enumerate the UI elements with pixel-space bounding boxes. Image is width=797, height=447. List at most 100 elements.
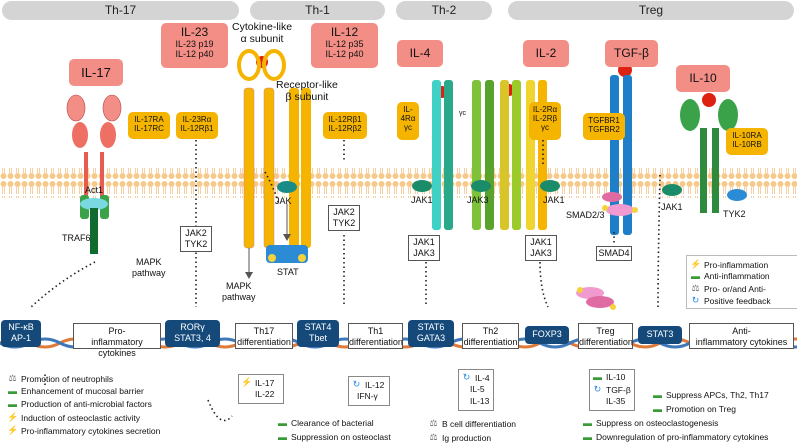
il17-cytokine: IL-17 xyxy=(69,59,123,86)
act1-label: Act1 xyxy=(85,185,104,195)
legend-item-feedback: ↻Positive feedback xyxy=(691,295,771,306)
il17-receptor xyxy=(66,94,122,254)
effect-neutrophils: Promotion of neutrophils xyxy=(21,373,114,384)
scale-icon: ⚖ xyxy=(429,432,438,442)
red-bolt-icon: ⚡ xyxy=(241,377,253,387)
smad23-label: SMAD2/3 xyxy=(566,210,605,220)
tf-foxp3: FOXP3 xyxy=(525,326,569,344)
il2-cytokine: IL-2 xyxy=(523,40,569,67)
jak-label: JAK xyxy=(275,196,292,206)
tyk2-label: TYK2 xyxy=(723,209,746,219)
effect-antimicrobial: Production of anti-microbial factors xyxy=(21,399,152,409)
tf-stat3: STAT3 xyxy=(638,326,682,344)
signal-arrows xyxy=(29,105,661,422)
header-th1: Th-1 xyxy=(250,1,385,20)
il4-receptor xyxy=(412,80,494,230)
il12-p40: IL-12 p40 xyxy=(325,49,364,59)
tgfb-cytokine: TGF-β xyxy=(605,40,658,67)
red-bolt-icon: ⚡ xyxy=(690,259,702,269)
green-stack-icon: ▬ xyxy=(653,404,662,414)
jak3-label: JAK3 xyxy=(467,195,489,205)
il12-name: IL-12 xyxy=(330,25,359,39)
green-stack-icon: ▬ xyxy=(691,271,700,281)
il10-receptor xyxy=(662,93,747,213)
header-treg: Treg xyxy=(508,1,794,20)
stat-label: STAT xyxy=(277,267,299,277)
il23-p19: IL-23 p19 xyxy=(175,39,214,49)
treg-cytokines-box: ▬IL-10 ↻TGF-β IL-35 xyxy=(589,369,635,411)
legend-item-anti: ▬Anti-inflammation xyxy=(691,271,770,281)
green-stack-icon: ▬ xyxy=(278,418,287,428)
il12-cytokine: IL-12 IL-12 p35 IL-12 p40 xyxy=(311,23,378,68)
effect-proinflam-secretion: Pro-inflammatory cytokines secretion xyxy=(21,425,161,436)
il10-cytokine: IL-10 xyxy=(676,65,730,92)
smad4-box: SMAD4 xyxy=(596,246,632,261)
green-stack-icon: ▬ xyxy=(653,390,662,400)
cycle-icon: ↻ xyxy=(691,295,700,305)
traf6-label: TRAF6 xyxy=(62,233,91,243)
il4-cytokine: IL-4 xyxy=(397,40,443,67)
green-stack-icon: ▬ xyxy=(8,399,17,409)
jak1-il4-label: JAK1 xyxy=(411,195,433,205)
green-stack-icon: ▬ xyxy=(278,432,287,442)
il23-cytokine: IL-23 IL-23 p19 IL-12 p40 xyxy=(161,23,228,68)
header-th17: Th-17 xyxy=(2,1,239,20)
legend-item-pro: ⚡Pro-inflammation xyxy=(690,259,769,270)
il23-receptor xyxy=(237,49,286,279)
green-stack-icon: ▬ xyxy=(583,432,592,442)
green-stack-icon: ▬ xyxy=(8,386,17,396)
effect-osteoclastic: Induction of osteoclastic activity xyxy=(21,412,141,423)
il12-p35: IL-12 p35 xyxy=(325,39,364,49)
legend: ⚡Pro-inflammation ▬Anti-inflammation ⚖Pr… xyxy=(686,255,797,309)
il12-receptor xyxy=(266,88,311,263)
legend-item-both: ⚖Pro- or/and Anti- xyxy=(691,283,766,294)
gamma-c-label: γc xyxy=(459,110,466,117)
th2-cytokines-box: ↻IL-4 IL-5 IL-13 xyxy=(458,369,494,411)
scale-icon: ⚖ xyxy=(429,418,438,428)
il23-p40: IL-12 p40 xyxy=(175,49,214,59)
cycle-icon: ↻ xyxy=(462,372,471,382)
red-bolt-icon: ⚡ xyxy=(7,412,19,422)
jak1-il10-label: JAK1 xyxy=(661,202,683,212)
scale-icon: ⚖ xyxy=(691,283,700,293)
outcome-anti-inflammatory: Anti-inflammatory cytokines xyxy=(689,323,794,349)
header-th2: Th-2 xyxy=(396,1,492,20)
green-stack-icon: ▬ xyxy=(583,418,592,428)
cycle-icon: ↻ xyxy=(593,384,602,394)
effect-mucosal: Enhancement of mucosal barrier xyxy=(21,386,144,396)
th17-cytokines-box: ⚡IL-17 IL-22 xyxy=(238,374,284,404)
scale-icon: ⚖ xyxy=(8,373,17,383)
th1-cytokines-box: ↻IL-12 IFN-γ xyxy=(348,376,390,406)
il23-name: IL-23 xyxy=(180,25,209,39)
jak1-il2-label: JAK1 xyxy=(543,195,565,205)
green-stack-icon: ▬ xyxy=(593,372,602,382)
red-bolt-icon: ⚡ xyxy=(7,425,19,435)
outcome-pro-inflammatory: Pro-inflammatory cytokines xyxy=(73,323,161,358)
cycle-icon: ↻ xyxy=(352,379,361,389)
